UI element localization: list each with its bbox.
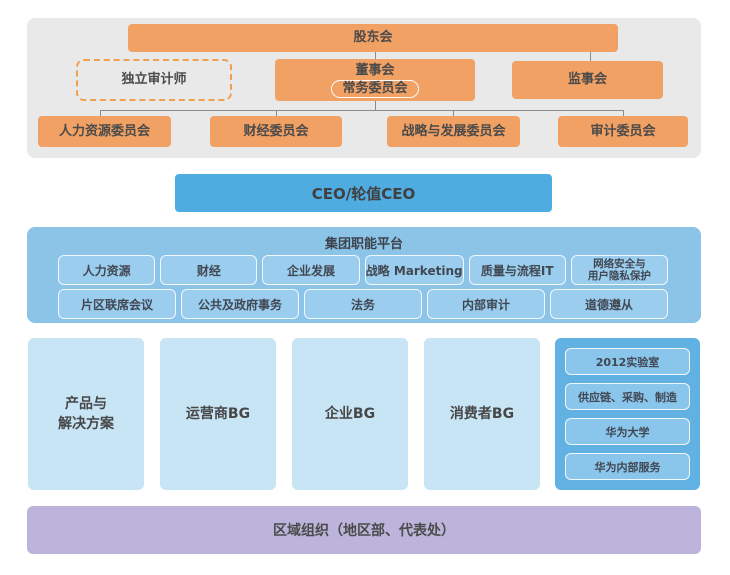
platform-item-public-government-affairs: 公共及政府事务 (181, 289, 299, 319)
products-line2: 解决方案 (58, 416, 114, 432)
platform-panel: 集团职能平台 人力资源 财经 企业发展 战略 Marketing 质量与流程IT… (27, 227, 701, 323)
platform-item-quality-process-it: 质量与流程IT (468, 255, 566, 285)
committee-box-finance: 财经委员会 (210, 116, 342, 147)
standing-committee-pill: 常务委员会 (331, 80, 419, 98)
committee-box-audit: 审计委员会 (558, 116, 688, 147)
connector-stub-strategy (453, 110, 454, 116)
board-box: 董事会 常务委员会 (275, 59, 475, 101)
supervisory-board-box: 监事会 (512, 61, 663, 99)
connector-committees-horizontal (100, 110, 623, 111)
ceo-bar: CEO/轮值CEO (175, 174, 552, 212)
platform-item-hr: 人力资源 (58, 255, 156, 285)
support-panel: 2012实验室 供应链、采购、制造 华为大学 华为内部服务 (555, 338, 700, 490)
platform-item-finance: 财经 (160, 255, 258, 285)
committee-box-hr: 人力资源委员会 (38, 116, 171, 147)
platform-item-ethics-compliance: 道德遵从 (550, 289, 668, 319)
region-bar: 区域组织（地区部、代表处） (27, 506, 701, 554)
connector-stub-audit (623, 110, 624, 116)
cybersecurity-line2: 用户隐私保护 (587, 270, 651, 282)
connector-shareholders-supervisory (590, 52, 591, 61)
governance-panel: 股东会 独立审计师 董事会 常务委员会 监事会 人力资源委员会 财经委员会 战略… (27, 18, 701, 158)
support-item-supply-chain-procurement-manufacturing: 供应链、采购、制造 (565, 383, 690, 410)
cybersecurity-line1: 网络安全与 (593, 258, 646, 270)
platform-item-legal: 法务 (304, 289, 422, 319)
connector-stub-hr (100, 110, 101, 116)
shareholders-box: 股东会 (128, 24, 618, 52)
platform-title: 集团职能平台 (324, 237, 403, 252)
board-label: 董事会 (355, 63, 395, 78)
bg-column-products-solutions: 产品与 解决方案 (28, 338, 144, 490)
platform-row-2: 片区联席会议 公共及政府事务 法务 内部审计 道德遵从 (58, 289, 668, 319)
connector-board-down (375, 101, 376, 110)
connector-stub-finance (276, 110, 277, 116)
products-line1: 产品与 (65, 396, 107, 412)
platform-item-corporate-development: 企业发展 (262, 255, 360, 285)
platform-item-internal-audit: 内部审计 (427, 289, 545, 319)
independent-auditor-box: 独立审计师 (76, 59, 232, 101)
bg-column-carrier: 运营商BG (160, 338, 276, 490)
platform-item-strategy-marketing: 战略 Marketing (364, 255, 464, 285)
bg-column-enterprise: 企业BG (292, 338, 408, 490)
platform-item-regional-joint-meeting: 片区联席会议 (58, 289, 176, 319)
platform-item-cybersecurity-privacy: 网络安全与 用户隐私保护 (570, 255, 669, 285)
support-item-2012-labs: 2012实验室 (565, 348, 690, 375)
bg-column-consumer: 消费者BG (424, 338, 540, 490)
committee-box-strategy-development: 战略与发展委员会 (387, 116, 520, 147)
support-item-internal-services: 华为内部服务 (565, 453, 690, 480)
support-item-huawei-university: 华为大学 (565, 418, 690, 445)
platform-row-1: 人力资源 财经 企业发展 战略 Marketing 质量与流程IT 网络安全与 … (58, 255, 669, 285)
connector-shareholders-board (375, 52, 376, 59)
